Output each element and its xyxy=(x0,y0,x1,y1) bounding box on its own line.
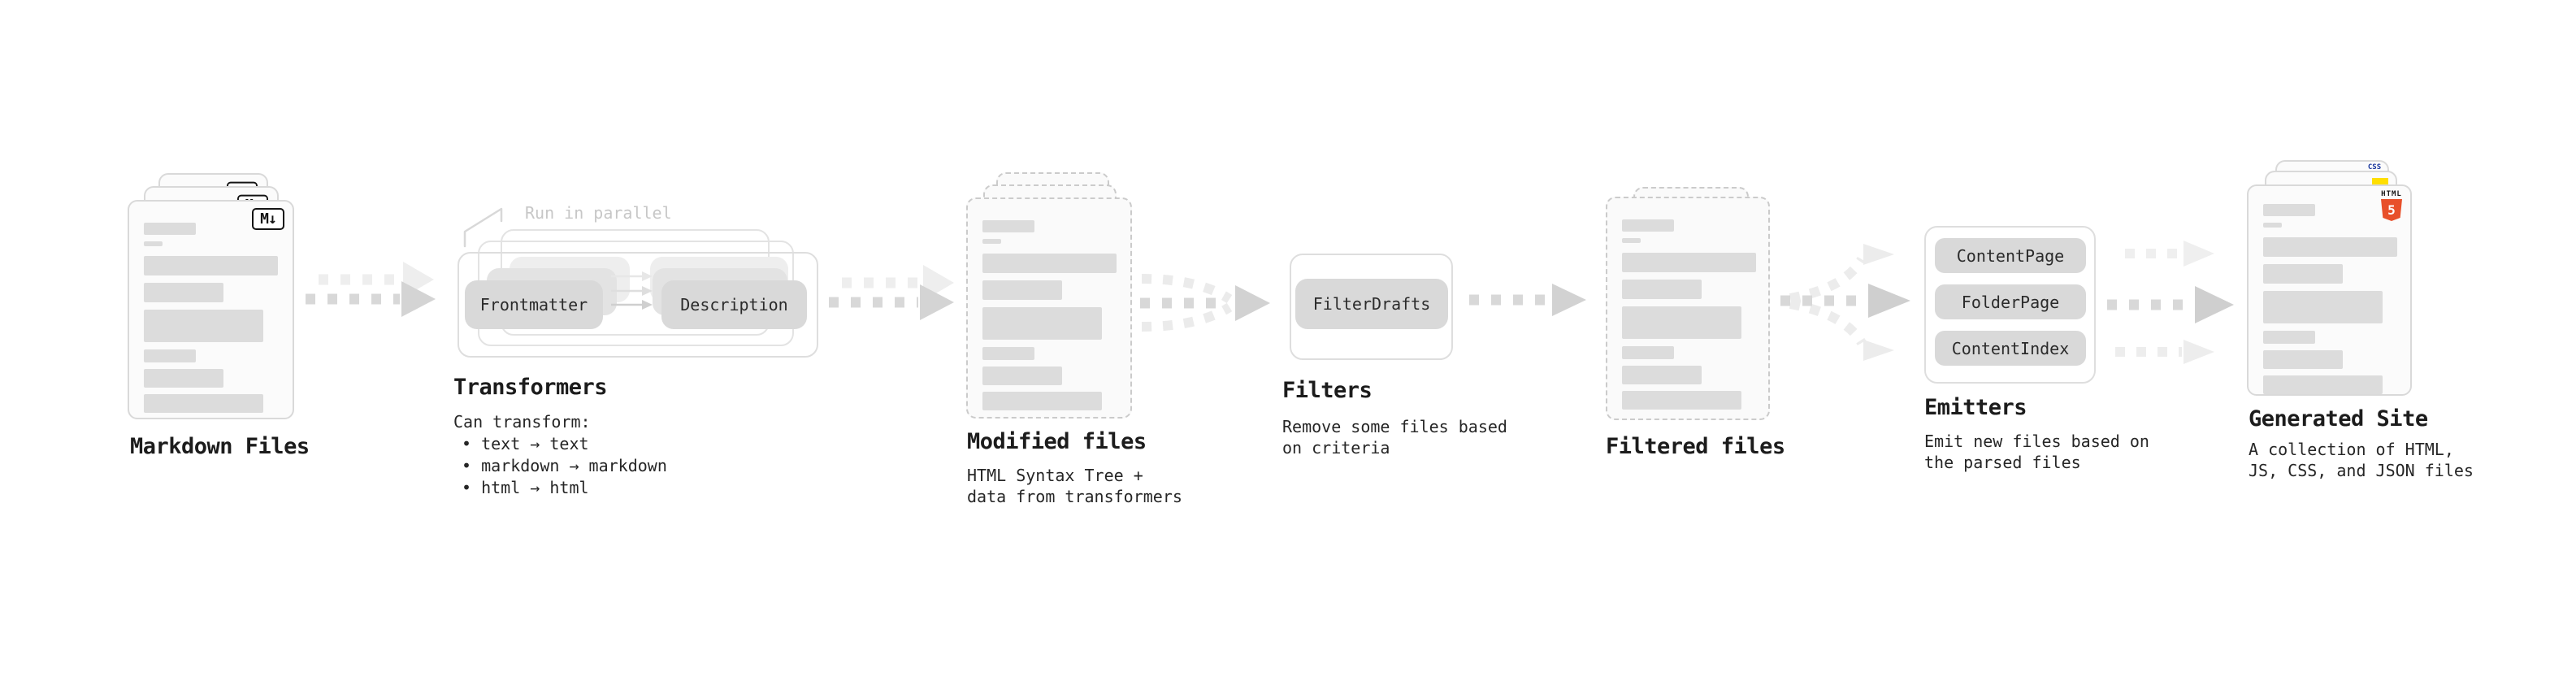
contentindex-pill: ContentIndex xyxy=(1935,331,2086,366)
filtered-file-card-front xyxy=(1606,197,1770,420)
sublabel-line: Emit new files based on xyxy=(1924,432,2149,451)
text-line-bar xyxy=(2263,375,2383,394)
text-line-bar xyxy=(1622,391,1741,410)
text-line-bar xyxy=(982,347,1034,360)
flow-arrow-emitters-to-generated xyxy=(2107,241,2234,364)
html5-icon-number: 5 xyxy=(2387,202,2396,218)
text-line-bar xyxy=(1622,346,1674,359)
transform-bullet: • markdown → markdown xyxy=(462,456,667,475)
flow-arrow-filtered-to-emitters xyxy=(1780,244,1910,361)
transform-bullet: • text → text xyxy=(462,434,589,453)
flow-arrow-transformers-to-modified xyxy=(829,265,954,320)
text-line-bar xyxy=(982,280,1062,300)
generated-site-sublabel: A collection of HTML, JS, CSS, and JSON … xyxy=(2249,439,2474,481)
transformer-box-front xyxy=(458,252,818,358)
markdown-icon: M↓ xyxy=(252,208,284,230)
sublabel-line: the parsed files xyxy=(1924,453,2081,472)
sublabel-line: Remove some files based xyxy=(1282,417,1507,436)
generated-site-label: Generated Site xyxy=(2249,406,2428,432)
file-content-bars xyxy=(982,220,1117,410)
filterdrafts-pill: FilterDrafts xyxy=(1295,279,1448,329)
sublabel-line: on criteria xyxy=(1282,438,1390,458)
text-line-bar xyxy=(2263,204,2315,216)
text-line-bar xyxy=(1622,238,1641,243)
text-line-bar xyxy=(144,256,278,275)
sublabel-line: A collection of HTML, xyxy=(2249,440,2454,459)
run-in-parallel-note: Run in parallel xyxy=(525,203,672,223)
frontmatter-pill: Frontmatter xyxy=(465,280,603,329)
html5-icon-shield: 5 xyxy=(2381,199,2402,221)
text-line-bar xyxy=(144,310,263,342)
text-line-bar xyxy=(1622,280,1702,299)
transformers-description: Can transform: • text → text • markdown … xyxy=(453,411,667,499)
text-line-bar xyxy=(982,254,1117,273)
text-line-bar xyxy=(1622,219,1674,232)
flow-arrow-markdown-to-transformers xyxy=(306,262,436,317)
html5-icon: HTML 5 xyxy=(2381,191,2402,221)
text-line-bar xyxy=(2263,331,2315,344)
flow-arrow-modified-to-filters xyxy=(1140,274,1270,332)
text-line-bar xyxy=(2263,264,2343,284)
text-line-bar xyxy=(2263,291,2383,323)
filters-label: Filters xyxy=(1282,378,1373,403)
filtered-files-label: Filtered files xyxy=(1606,434,1785,459)
html5-icon-text: HTML xyxy=(2381,190,2402,198)
text-line-bar xyxy=(982,239,1001,244)
filters-sublabel: Remove some files based on criteria xyxy=(1282,416,1507,458)
text-line-bar xyxy=(2263,350,2343,369)
text-line-bar xyxy=(144,349,196,362)
text-line-bar xyxy=(144,223,196,235)
text-line-bar xyxy=(2263,223,2282,228)
modified-files-label: Modified files xyxy=(967,429,1147,454)
modified-files-sublabel: HTML Syntax Tree + data from transformer… xyxy=(967,465,1182,507)
text-line-bar xyxy=(144,369,223,388)
text-line-bar xyxy=(1622,306,1741,339)
parallel-note-leader-line xyxy=(463,207,503,248)
text-line-bar xyxy=(2263,237,2397,257)
parallel-step-arrows xyxy=(611,271,653,310)
text-line-bar xyxy=(982,367,1062,385)
text-line-bar xyxy=(144,283,223,302)
sublabel-line: data from transformers xyxy=(967,487,1182,506)
text-line-bar xyxy=(982,307,1102,340)
text-line-bar xyxy=(1622,253,1756,272)
folderpage-pill: FolderPage xyxy=(1935,284,2086,319)
description-pill: Description xyxy=(661,280,807,329)
transformers-label: Transformers xyxy=(453,375,608,400)
transform-bullet: • html → html xyxy=(462,478,589,497)
contentpage-pill: ContentPage xyxy=(1935,238,2086,273)
emitters-sublabel: Emit new files based on the parsed files xyxy=(1924,431,2149,473)
text-line-bar xyxy=(982,220,1034,232)
can-transform-title: Can transform: xyxy=(453,412,591,432)
modified-file-card-front xyxy=(966,197,1132,419)
file-content-bars xyxy=(2263,204,2397,394)
file-content-bars xyxy=(1622,219,1756,410)
sublabel-line: HTML Syntax Tree + xyxy=(967,466,1143,485)
text-line-bar xyxy=(144,394,263,413)
text-line-bar xyxy=(1622,366,1702,384)
sublabel-line: JS, CSS, and JSON files xyxy=(2249,461,2474,480)
text-line-bar xyxy=(144,241,163,246)
flow-arrow-filters-to-filtered xyxy=(1469,284,1586,316)
file-content-bars xyxy=(144,223,278,413)
generated-file-card-html: HTML 5 xyxy=(2247,184,2412,396)
text-line-bar xyxy=(982,392,1102,410)
markdown-files-label: Markdown Files xyxy=(130,434,310,459)
markdown-file-card-front: M↓ xyxy=(128,200,294,419)
js-icon xyxy=(2372,178,2388,186)
css-icon-text: CSS xyxy=(2367,163,2382,171)
emitters-label: Emitters xyxy=(1924,395,2027,420)
